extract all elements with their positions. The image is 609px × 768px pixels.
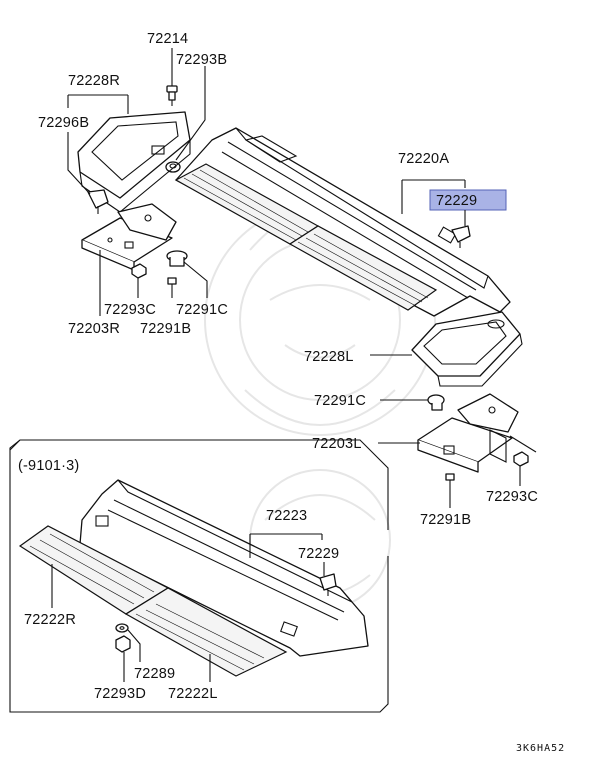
label-72229-top: 72229 (436, 193, 477, 209)
clip-72214[interactable] (166, 85, 178, 106)
clip-72229[interactable] (451, 225, 471, 248)
washer-72289[interactable] (115, 623, 129, 633)
label-72203L: 72203L (312, 436, 362, 452)
callout-72223 (249, 533, 323, 558)
label-72291B-right: 72291B (420, 512, 471, 528)
callout-72228R (67, 94, 129, 114)
label-72291C-left: 72291C (176, 302, 228, 318)
highlight-box-72229[interactable] (429, 189, 507, 211)
label-72214: 72214 (147, 31, 188, 47)
package-tray-72223[interactable] (79, 479, 369, 657)
callout-72289 (127, 629, 141, 662)
inset-frame (9, 439, 389, 713)
callout-72220A (401, 179, 466, 214)
clip-72296B[interactable] (87, 189, 109, 214)
label-72203R: 72203R (68, 321, 120, 337)
label-72220A: 72220A (398, 151, 449, 167)
diagram-code: 3K6HA52 (516, 743, 565, 754)
label-72291B-left: 72291B (140, 321, 191, 337)
nut-72293C-left[interactable] (131, 263, 147, 279)
inset-label: (-9101·3) (18, 458, 79, 474)
callout-72293C-right (509, 435, 537, 486)
label-72222L: 72222L (168, 686, 218, 702)
label-72228L: 72228L (304, 349, 354, 365)
label-72222R: 72222R (24, 612, 76, 628)
speaker-mat-right[interactable] (288, 225, 438, 311)
label-72293B: 72293B (176, 52, 227, 68)
label-72293C-left: 72293C (104, 302, 156, 318)
nut-72293D[interactable] (115, 635, 131, 653)
side-tray-72228R[interactable] (77, 111, 191, 213)
bracket-72203R[interactable] (81, 203, 177, 271)
label-72223: 72223 (266, 508, 307, 524)
bolt-72291B-left[interactable] (167, 277, 177, 298)
callout-72296B (67, 132, 91, 195)
label-72291C-right: 72291C (314, 393, 366, 409)
speaker-mat-72222L[interactable] (124, 587, 288, 677)
bracket-72203L[interactable] (417, 393, 519, 473)
callout-72293B (175, 66, 206, 161)
clip-72229-inset[interactable] (319, 573, 337, 596)
callout-72291C-left (183, 261, 208, 298)
label-72293D: 72293D (94, 686, 146, 702)
label-72228R: 72228R (68, 73, 120, 89)
bolt-72291B-right[interactable] (445, 473, 455, 508)
label-72289: 72289 (134, 666, 175, 682)
bolt-72291C-right[interactable] (427, 394, 445, 411)
label-72296B: 72296B (38, 115, 89, 131)
bolt-72291C-left[interactable] (166, 250, 188, 267)
label-72229-inset: 72229 (298, 546, 339, 562)
package-tray-72220A[interactable] (175, 127, 511, 317)
label-72293C-right: 72293C (486, 489, 538, 505)
nut-72293C-right[interactable] (513, 451, 529, 467)
side-tray-72228L[interactable] (411, 311, 523, 387)
